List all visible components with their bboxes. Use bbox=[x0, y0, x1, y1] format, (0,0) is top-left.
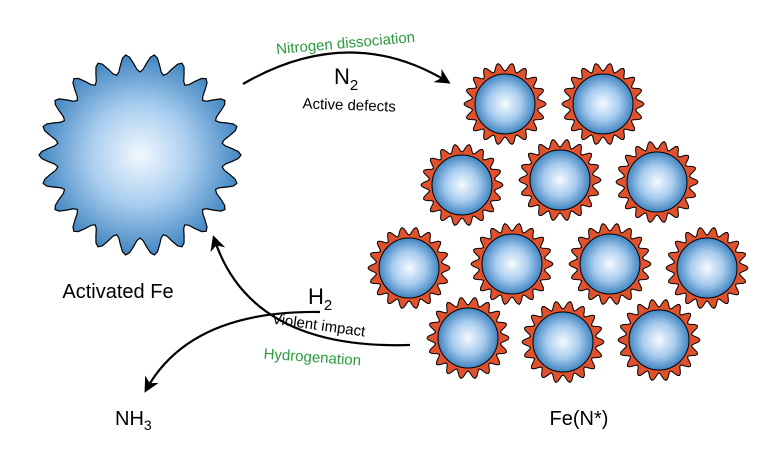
nh3-label: NH3 bbox=[115, 408, 152, 433]
fe-n-particle bbox=[521, 301, 605, 383]
fe-n-particle bbox=[367, 227, 451, 309]
hydrogenation-arrow bbox=[210, 235, 411, 347]
fe-core bbox=[628, 309, 690, 371]
fe-n-particle bbox=[665, 227, 749, 309]
fe-core bbox=[529, 149, 591, 211]
fe-n-particle bbox=[568, 223, 652, 305]
h2-reagent-label: H2 bbox=[308, 284, 332, 314]
activated-fe-label: Activated Fe bbox=[62, 281, 173, 303]
fe-core bbox=[474, 73, 536, 135]
fe-n-particle bbox=[615, 141, 699, 223]
nitrogen-dissociation-arrow bbox=[242, 51, 451, 85]
nitrogen-dissociation-label: Nitrogen dissociation bbox=[276, 29, 416, 58]
fe-core bbox=[676, 237, 738, 299]
fe-core bbox=[431, 154, 493, 216]
fe-n-particle bbox=[426, 297, 510, 379]
fe-n-particle bbox=[561, 63, 645, 145]
fe-core bbox=[481, 233, 543, 295]
fe-n-particle-cluster bbox=[367, 63, 749, 383]
fe-n-particle bbox=[463, 63, 547, 145]
fe-n-particle bbox=[518, 139, 602, 221]
fe-core bbox=[378, 237, 440, 299]
fe-n-particle bbox=[617, 299, 701, 381]
hydrogenation-label: Hydrogenation bbox=[263, 346, 362, 370]
fe-core bbox=[532, 311, 594, 373]
fe-n-particle bbox=[470, 223, 554, 305]
fe-core bbox=[572, 73, 634, 135]
ammonia-release-arrow bbox=[144, 310, 321, 393]
fe-core bbox=[437, 307, 499, 369]
n2-reagent-label: N2 bbox=[334, 64, 358, 94]
activated-fe-sphere bbox=[38, 54, 242, 256]
fe-n-particle bbox=[420, 144, 504, 226]
fe-core bbox=[626, 151, 688, 213]
fe-core bbox=[579, 233, 641, 295]
active-defects-label: Active defects bbox=[302, 95, 396, 115]
fe-n-label: Fe(N*) bbox=[550, 408, 609, 430]
